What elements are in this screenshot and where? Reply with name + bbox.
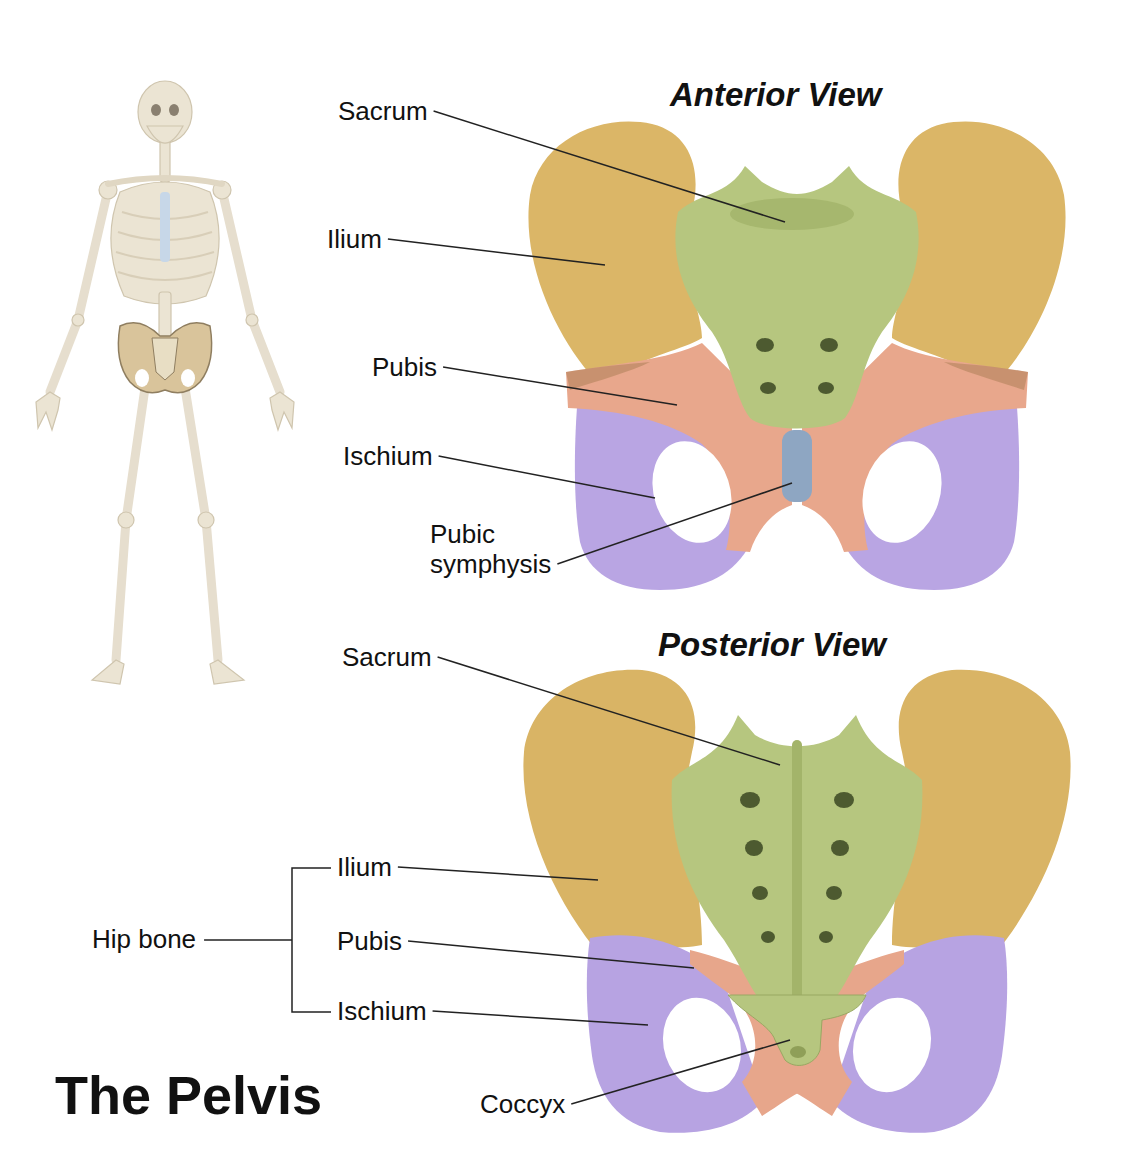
- group-label: Hip bone: [92, 925, 196, 955]
- bracket: [292, 868, 331, 1012]
- part-label: Pubis: [372, 353, 437, 383]
- sacral-foramen: [752, 886, 768, 900]
- skeleton-bones: [36, 81, 294, 684]
- diagram-title: The Pelvis: [55, 1064, 322, 1126]
- sacral-foramen: [826, 886, 842, 900]
- part-label: Pubic symphysis: [430, 520, 590, 580]
- skeleton-bones: [159, 292, 171, 340]
- leader-line: [434, 111, 785, 222]
- part-label: Sacrum: [338, 97, 428, 127]
- sacrum-bone: [672, 715, 923, 1015]
- skeleton-bones: [147, 126, 183, 143]
- part-label: Sacrum: [342, 643, 432, 673]
- eye-socket: [169, 104, 179, 116]
- part-label: Ilium: [327, 225, 382, 255]
- skeleton-bones: [36, 392, 60, 430]
- bracket: [204, 939, 292, 941]
- skeleton-bones: [118, 512, 134, 528]
- leader-line: [571, 1040, 790, 1104]
- coccyx-bone: [728, 995, 866, 1065]
- part-label: Ischium: [343, 442, 433, 472]
- part-label: Ischium: [337, 997, 427, 1027]
- sacral-foramen: [818, 382, 834, 394]
- hip-bone: [640, 431, 744, 553]
- skeleton-bones: [92, 660, 124, 684]
- sacral-foramen: [745, 840, 763, 856]
- symphysis-cartilage: [782, 430, 812, 502]
- mini-foramen: [135, 369, 149, 387]
- sacral-foramen: [740, 792, 760, 808]
- limb-bones: [116, 520, 126, 660]
- leader-line: [438, 657, 780, 765]
- view-heading: Posterior View: [658, 626, 886, 664]
- leader-line: [443, 367, 677, 405]
- hip-bone: [566, 362, 650, 390]
- sacral-foramen: [740, 792, 854, 943]
- ribs: [118, 272, 212, 280]
- skeleton-figure: [36, 81, 294, 684]
- hip-bone: [587, 935, 764, 1133]
- sacral-foramen: [834, 792, 854, 808]
- sacral-foramen: [756, 338, 838, 394]
- part-label: Coccyx: [480, 1090, 565, 1120]
- sacral-foramen: [831, 840, 849, 856]
- eye-socket: [151, 104, 161, 116]
- skeleton-bones: [198, 512, 214, 528]
- leader-line: [408, 941, 694, 968]
- median-sacral-crest: [792, 745, 802, 1000]
- limb-bones: [50, 320, 78, 392]
- anterior-pelvis: [528, 122, 1065, 590]
- sacral-foramen: [820, 338, 838, 352]
- skeleton-bones: [246, 314, 258, 326]
- sacral-foramen: [760, 382, 776, 394]
- limb-bones: [222, 190, 252, 320]
- skeleton-bones: [72, 314, 84, 326]
- limb-bones: [126, 388, 145, 520]
- mini-sacrum: [152, 338, 178, 380]
- skeleton-bones: [111, 182, 219, 304]
- coccyx-tip: [790, 1046, 806, 1058]
- view-heading: Anterior View: [670, 76, 882, 114]
- leader-line: [433, 1011, 648, 1025]
- sacral-foramen: [819, 931, 833, 943]
- clavicle: [108, 178, 222, 184]
- leader-line: [398, 867, 598, 880]
- leader-line: [388, 239, 605, 265]
- sacral-foramen: [761, 931, 775, 943]
- part-label: Ilium: [337, 853, 392, 883]
- limb-bones: [78, 190, 108, 320]
- part-label: Pubis: [337, 927, 402, 957]
- mini-pelvis: [118, 323, 211, 393]
- limb-bones: [185, 388, 206, 520]
- limb-bones: [252, 320, 280, 392]
- mini-foramen: [181, 369, 195, 387]
- posterior-pelvis: [523, 670, 1070, 1133]
- sternum: [160, 192, 170, 262]
- sacrum-bone: [675, 166, 918, 429]
- skeleton-bones: [138, 81, 192, 143]
- skeleton-bones: [270, 392, 294, 430]
- limb-bones: [50, 190, 280, 660]
- limb-bones: [206, 520, 218, 660]
- sacral-foramen: [756, 338, 774, 352]
- hip-bone: [528, 122, 702, 385]
- skeleton-bones: [210, 660, 244, 684]
- leader-line: [557, 483, 792, 564]
- leader-line: [439, 456, 655, 498]
- sacral-promontory: [730, 198, 854, 230]
